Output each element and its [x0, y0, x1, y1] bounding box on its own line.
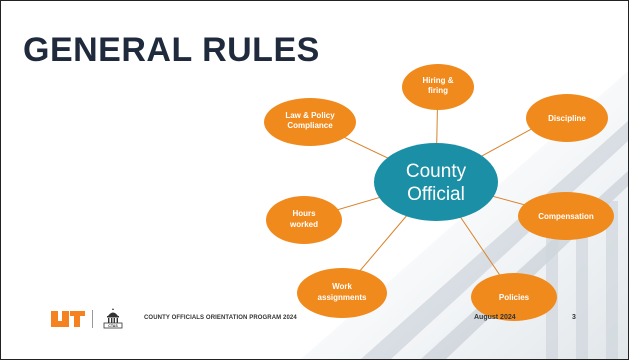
node-hiring-line1: Hiring & — [422, 76, 453, 85]
node-law-policy: Law & Policy Compliance — [264, 98, 356, 146]
node-policies-label: Policies — [499, 293, 530, 302]
node-hiring-firing: Hiring & firing — [402, 64, 474, 110]
node-compensation: Compensation — [518, 192, 614, 240]
center-label-line2: Official — [407, 184, 465, 205]
ctas-logo-text: CTAS — [108, 324, 118, 328]
footer-program-name: COUNTY OFFICIALS ORIENTATION PROGRAM 202… — [144, 315, 297, 321]
node-discipline: Discipline — [526, 94, 608, 142]
node-hours-line2: worked — [289, 220, 318, 229]
center-label-line1: County — [406, 161, 467, 182]
node-law-line1: Law & Policy — [285, 111, 335, 120]
node-work-line1: Work — [332, 282, 352, 291]
node-hiring-line2: firing — [428, 86, 448, 95]
node-compensation-label: Compensation — [538, 212, 594, 221]
node-work-line2: assignments — [318, 293, 367, 302]
node-hours-worked: Hours worked — [266, 196, 342, 244]
node-law-line2: Compliance — [287, 121, 333, 130]
footer-date: August 2024 — [474, 314, 516, 321]
node-policies: Policies — [471, 273, 557, 321]
node-discipline-label: Discipline — [548, 114, 586, 123]
node-work-assignments: Work assignments — [297, 268, 387, 318]
ctas-capitol-icon: CTAS — [103, 308, 123, 329]
slide-footer: CTAS COUNTY OFFICIALS ORIENTATION PROGRA… — [1, 306, 628, 334]
slide-title: GENERAL RULES — [23, 31, 320, 69]
node-hours-line1: Hours — [292, 209, 316, 218]
center-county-official: County Official — [374, 143, 498, 221]
ut-logo-icon — [51, 311, 85, 327]
footer-divider — [92, 310, 93, 328]
page-number: 3 — [572, 314, 576, 321]
